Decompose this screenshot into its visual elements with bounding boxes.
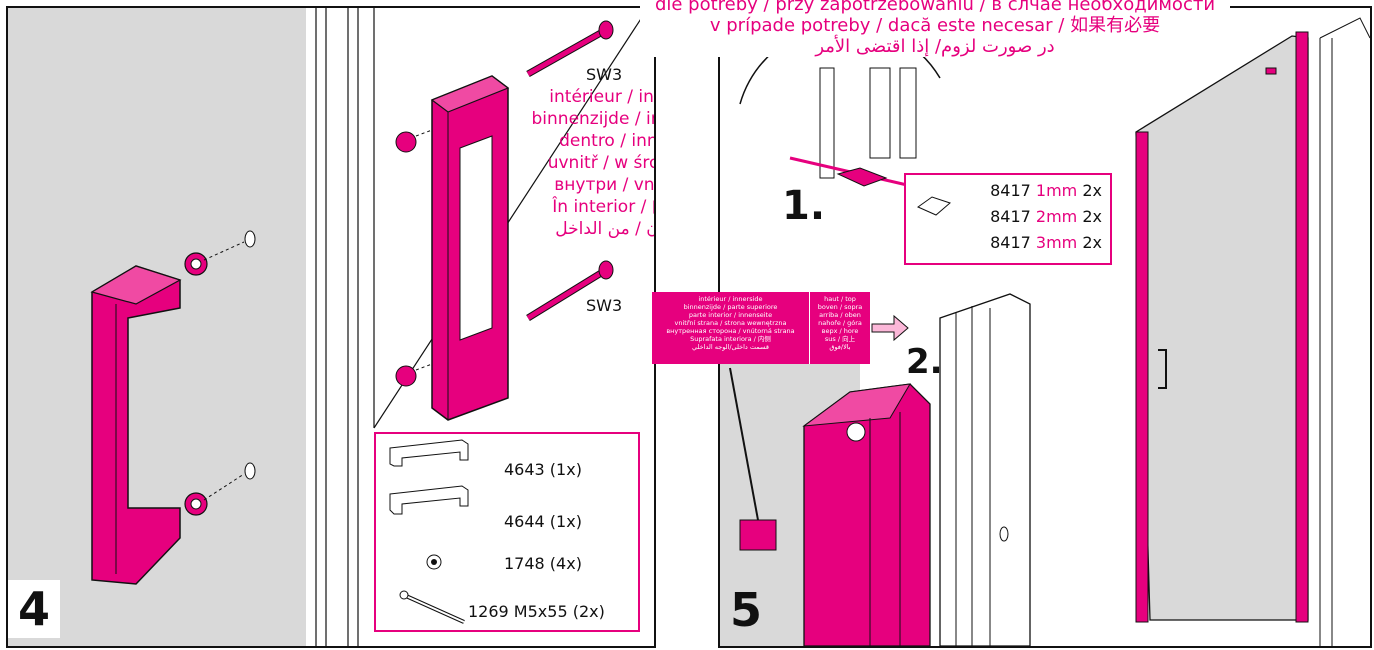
washer-icon bbox=[184, 252, 208, 516]
wall-profile bbox=[939, 293, 1031, 646]
part-code: 1748 (4x) bbox=[504, 554, 582, 573]
parts-list: 4643 (1x) 4644 (1x) 1748 (4x) 1269 M5x55… bbox=[374, 432, 640, 632]
inside-label: intérieur / inside binnenzijde / interno… bbox=[508, 86, 655, 240]
parts-icons bbox=[389, 439, 469, 624]
substep-2-label: 2. bbox=[906, 342, 943, 382]
part-code: 4643 (1x) bbox=[504, 460, 582, 479]
bolt-label-top: SW3 bbox=[586, 65, 623, 84]
inside-line: binnenzijde / interno bbox=[531, 109, 654, 129]
step-4-illustration bbox=[8, 8, 649, 646]
substep-1-label: 1. bbox=[782, 183, 826, 229]
step-number: 5 bbox=[730, 583, 763, 637]
inside-line: uvnitř / w środku bbox=[547, 153, 654, 173]
inside-line: intérieur / inside bbox=[549, 87, 654, 107]
shim-icon bbox=[916, 196, 951, 216]
bolt-icon bbox=[526, 20, 614, 321]
bolt-label-bottom: SW3 bbox=[586, 296, 623, 315]
bolt-icon bbox=[399, 590, 465, 624]
part-code: 4644 (1x) bbox=[504, 512, 582, 531]
step-number: 4 bbox=[8, 580, 61, 638]
handle-front-view bbox=[90, 265, 182, 585]
sticker-top-column: haut / top boven / sopra arriba / oben n… bbox=[809, 292, 870, 364]
washer-icon bbox=[426, 554, 442, 570]
door-bottom-corner bbox=[802, 383, 931, 646]
shim-row: 8417 1mm 2x bbox=[990, 181, 1102, 200]
inside-line: внутри / vnútri bbox=[554, 175, 655, 195]
sticker-inside-column: intérieur / innerside binnenzijde / part… bbox=[666, 295, 795, 351]
orientation-sticker: intérieur / innerside binnenzijde / part… bbox=[652, 292, 870, 364]
shim-row: 8417 3mm 2x bbox=[990, 233, 1102, 252]
if-needed-line: v prípade potreby / dacă este necesar / … bbox=[709, 15, 1161, 36]
screw-icon bbox=[395, 131, 417, 387]
drill-hole-bottom bbox=[244, 462, 256, 480]
if-needed-line: در صورت لزوم/ إذا اقتضى الأمر bbox=[815, 36, 1055, 57]
step-5-illustration bbox=[720, 17, 1370, 646]
if-needed-label: dle potřeby / przy zapotrzebowaniu / в с… bbox=[640, 0, 1230, 57]
handle-icon bbox=[389, 439, 469, 467]
inside-line: În interior / 内部 bbox=[552, 197, 654, 217]
shim-row: 8417 2mm 2x bbox=[990, 207, 1102, 226]
handle-icon bbox=[389, 485, 469, 515]
shim-list: 8417 1mm 2x 8417 2mm 2x 8417 3mm 2x bbox=[904, 173, 1112, 265]
detail-zoom bbox=[739, 23, 941, 190]
shower-door bbox=[1135, 31, 1309, 623]
inside-line: dentro / innen bbox=[559, 131, 654, 151]
inside-line: درون / من الداخل bbox=[555, 219, 654, 239]
handle-side-view bbox=[430, 75, 510, 421]
step-4-panel: SW3 SW3 intérieur / inside binnenzijde /… bbox=[6, 6, 656, 648]
drill-hole-top bbox=[244, 230, 256, 248]
if-needed-line: dle potřeby / przy zapotrzebowaniu / в с… bbox=[654, 0, 1216, 15]
part-code: 1269 M5x55 (2x) bbox=[468, 602, 605, 621]
sticker-marker bbox=[739, 519, 777, 551]
